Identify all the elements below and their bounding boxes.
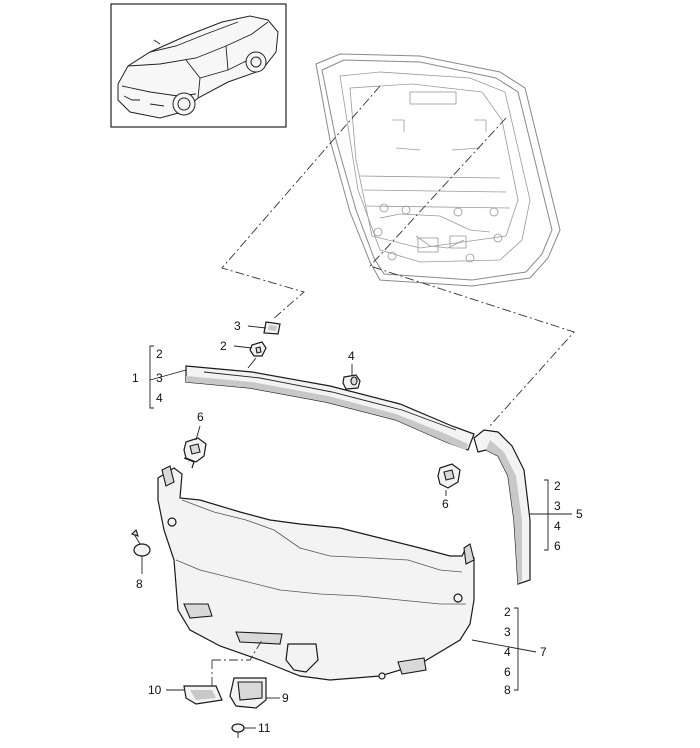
callout-5-group: 5 2 3 4 6 [554,479,583,553]
cover-part [183,685,223,705]
tailgate-ghost [315,53,561,287]
clip-part [249,341,267,357]
callout-7-sub-2: 3 [504,625,511,639]
callout-1: 1 [132,371,139,385]
callout-1-sub-1: 2 [156,347,163,361]
callout-1-group: 1 2 3 4 [132,347,163,405]
callout-7-sub-3: 4 [504,645,511,659]
assembly-guides [221,85,575,429]
push-pin [130,528,151,557]
handle-guide [211,639,263,686]
lower-trim-panel [157,465,475,681]
callout-5: 5 [576,507,583,521]
callout-5-sub-4: 6 [554,539,561,553]
side-trim [473,429,531,585]
screw-part [231,723,245,738]
callout-3: 3 [234,319,241,333]
clip-6-right [437,463,461,489]
clip-6-left [183,437,207,469]
handle-recess [229,677,267,709]
retaining-clip [342,374,361,390]
callout-8: 8 [136,577,143,591]
leader-lines [141,325,572,729]
cap-part [263,321,281,335]
callout-6-right: 6 [442,497,449,511]
callout-7-sub-5: 8 [504,683,511,697]
callout-6-left: 6 [197,410,204,424]
callout-5-sub-1: 2 [554,479,561,493]
callout-5-sub-3: 4 [554,519,561,533]
callout-4: 4 [348,349,355,363]
callout-7-sub-1: 2 [504,605,511,619]
callout-2: 2 [220,339,227,353]
callout-5-sub-2: 3 [554,499,561,513]
callout-10: 10 [148,683,162,697]
upper-trim-strip [185,365,475,451]
callout-1-sub-2: 3 [156,371,163,385]
callout-11: 11 [258,721,271,735]
callout-9: 9 [282,691,289,705]
vehicle-thumbnail [110,3,287,128]
callout-1-sub-3: 4 [156,391,163,405]
callout-7: 7 [540,645,547,659]
callout-7-sub-4: 6 [504,665,511,679]
callout-7-group: 7 2 3 4 6 8 [504,605,547,697]
